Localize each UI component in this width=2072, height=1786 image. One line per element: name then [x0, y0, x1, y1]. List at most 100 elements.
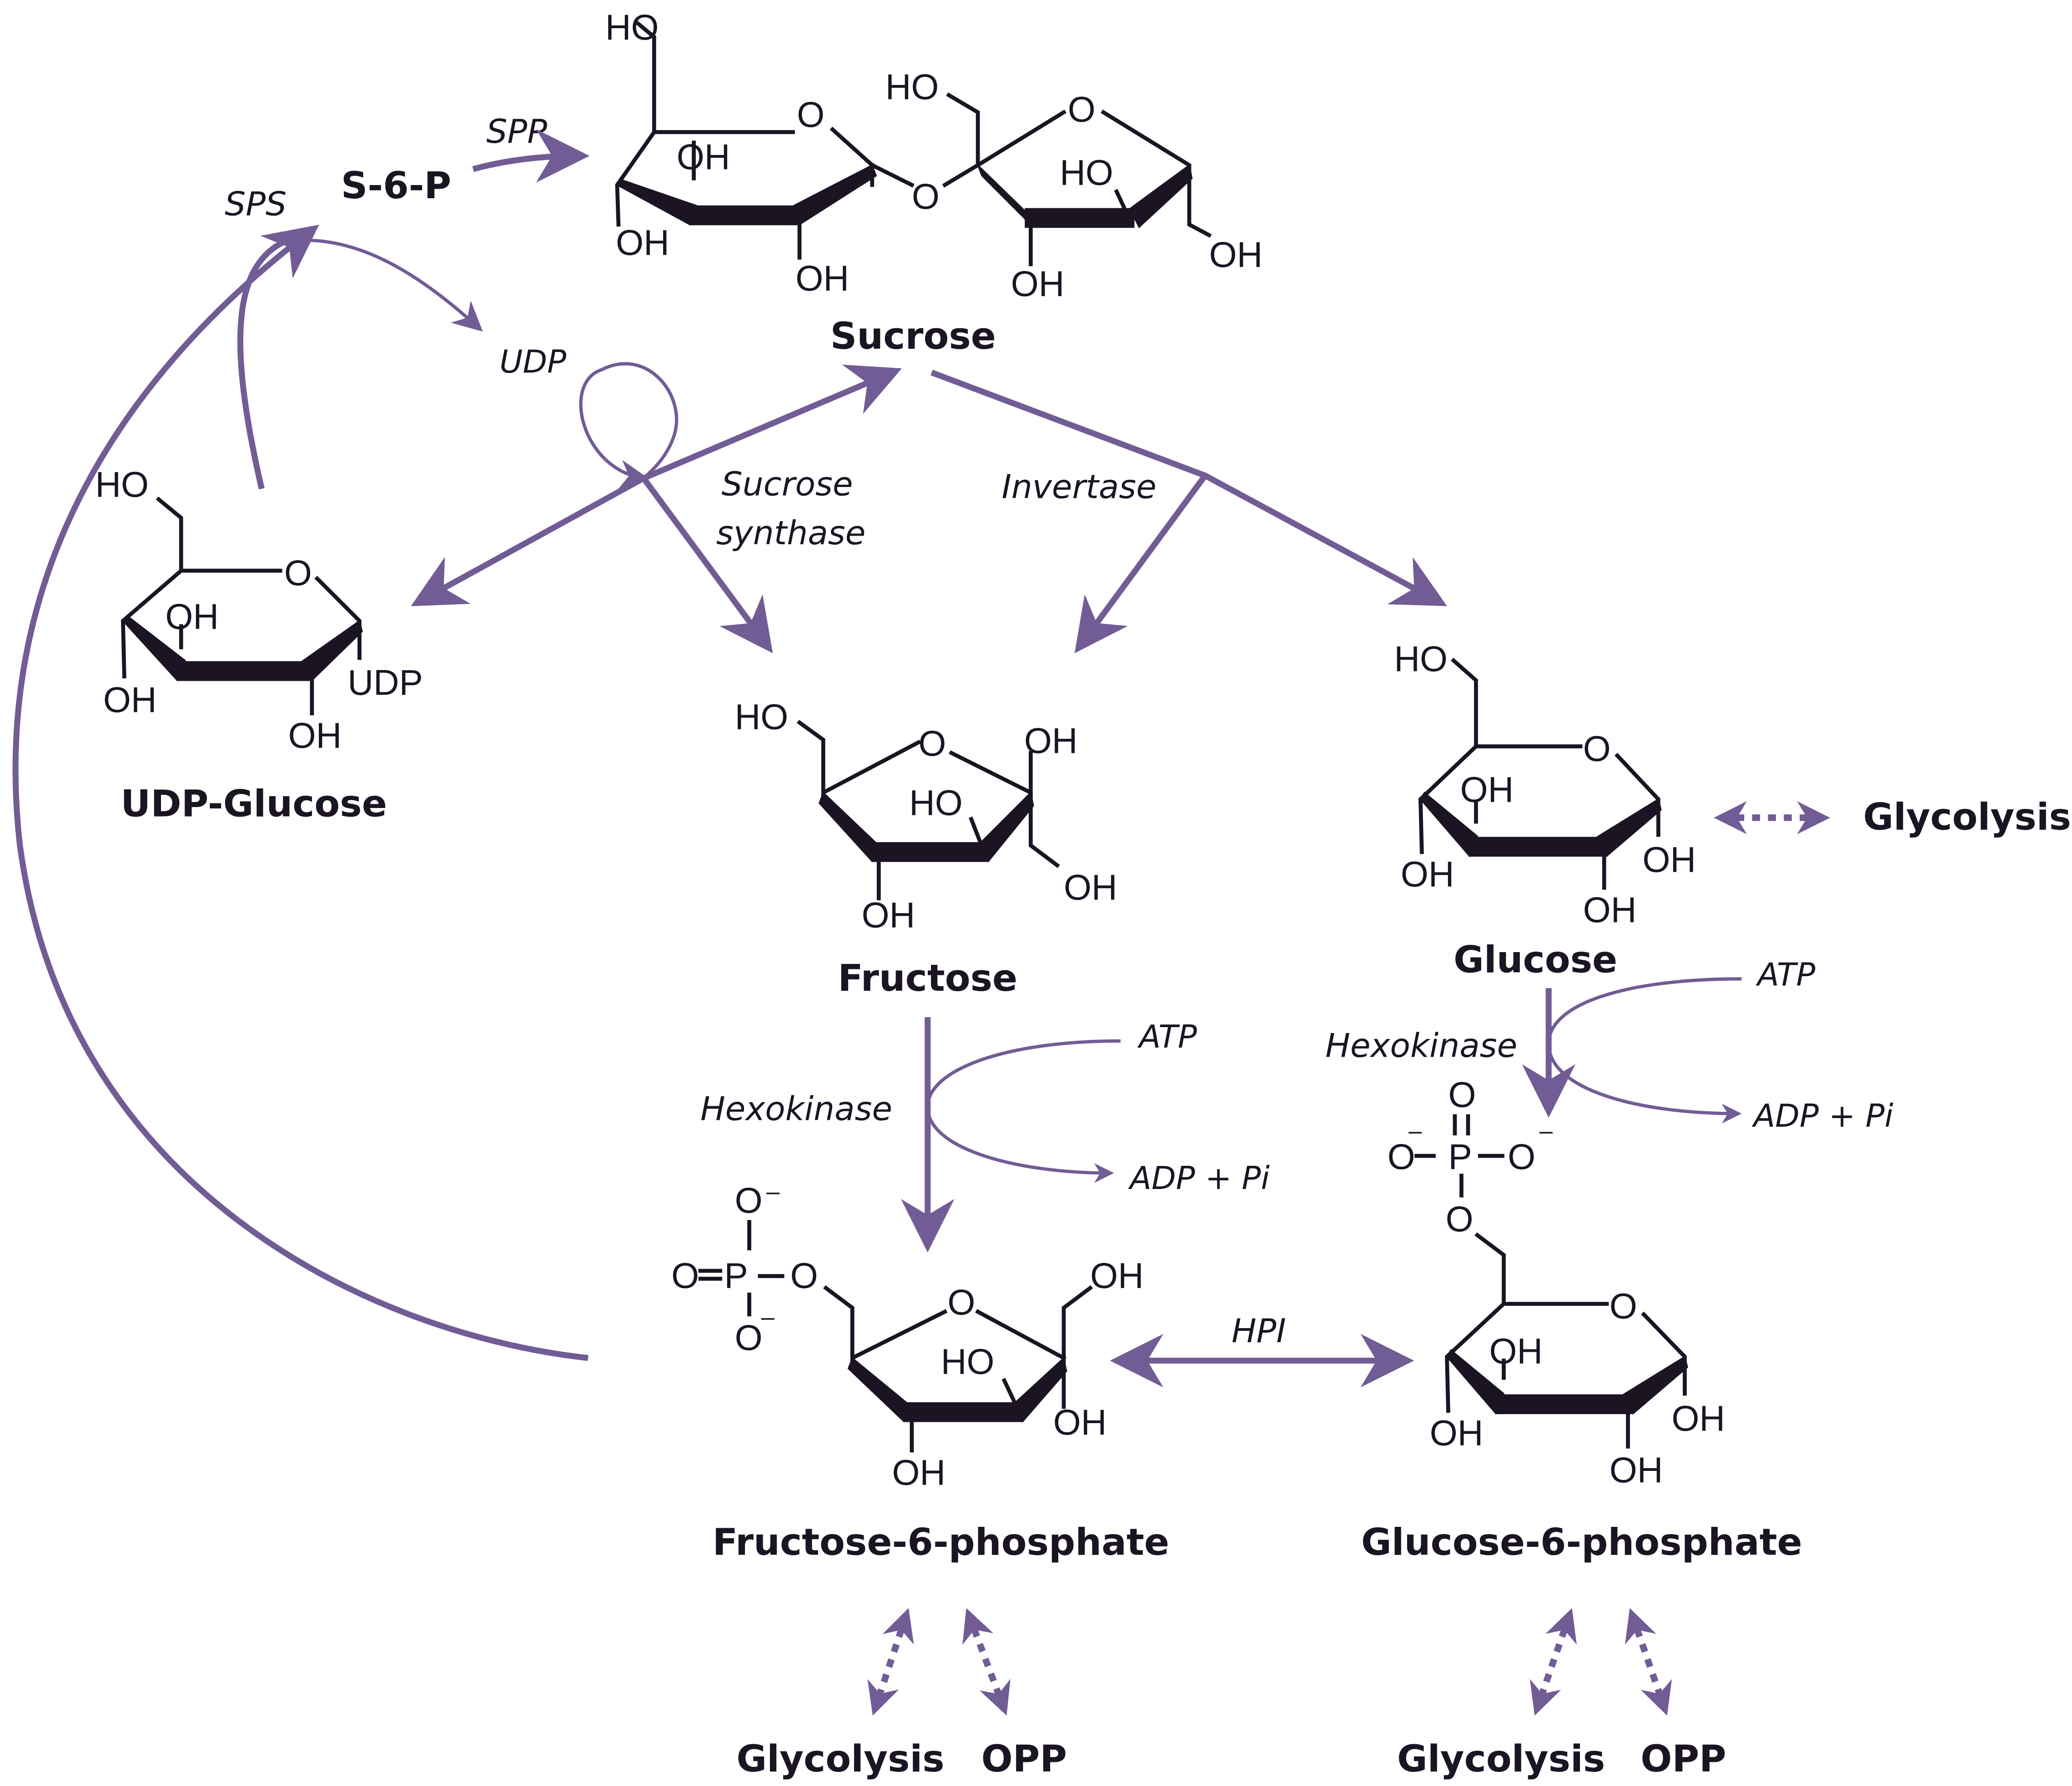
atom-label: OH — [103, 680, 157, 720]
atom-label: – — [766, 1179, 780, 1205]
atom-label: OH — [1209, 235, 1263, 275]
f6p-glycolysis-dotted-arrow — [867, 1608, 914, 1716]
atom-label: OH — [288, 715, 342, 755]
atom-label: O — [1388, 1137, 1415, 1177]
atom-label: HO — [1394, 639, 1448, 679]
atom-label: O — [1583, 728, 1611, 768]
atom-label: OH — [1583, 890, 1637, 930]
atom-label: OH — [1489, 1331, 1543, 1371]
atom-label: O — [671, 1256, 699, 1296]
atom-label: OH — [795, 258, 849, 298]
atom-label: P — [724, 1256, 748, 1296]
invertase-to-fructose-arrow — [1074, 474, 1208, 653]
atom-label: O — [1508, 1137, 1535, 1177]
fructose-atp-adp-arrow — [926, 1039, 1121, 1183]
sucrose-structure: HO O OH OH OH O HO O HO OH OH — [605, 7, 1262, 304]
invertase-to-glucose-arrow — [930, 370, 1447, 607]
glucose-6-phosphate-label: Glucose-6-phosphate — [1361, 1521, 1802, 1564]
atom-label: HO — [95, 464, 149, 504]
sucrose-synthase-label-line1: Sucrose — [722, 465, 853, 503]
s6p-label: S-6-P — [341, 164, 451, 207]
atom-label: O — [1446, 1199, 1474, 1239]
udp-glucose-label: UDP-Glucose — [121, 782, 387, 825]
hexokinase-glucose-label: Hexokinase — [1325, 1027, 1517, 1065]
atom-label: OH — [1064, 868, 1117, 908]
f6p-to-sps-arrow — [12, 225, 588, 1361]
glucose-atp-adp-arrow — [1547, 977, 1742, 1124]
atom-label: OH — [1401, 854, 1454, 894]
udp-glucose-to-sps-arrow — [237, 239, 286, 490]
atp-label-glucose: ATP — [1755, 956, 1815, 993]
atom-label: HO — [1060, 153, 1113, 193]
atom-label: P — [1448, 1137, 1472, 1177]
atom-label: O — [947, 1282, 975, 1322]
atom-label: OH — [616, 223, 669, 263]
atom-label: O — [1448, 1075, 1476, 1115]
spp-enzyme-label: SPP — [486, 113, 547, 151]
atom-label: – — [761, 1304, 775, 1330]
atom-label: O — [790, 1256, 818, 1296]
sucrose-synthase-to-fructose-arrow — [641, 476, 773, 653]
atom-label: HO — [909, 783, 963, 823]
atom-label: OH — [677, 137, 730, 177]
udp-recycle-loop — [579, 362, 679, 490]
sucrose-synthase-label-line2: synthase — [716, 514, 865, 552]
sucrose-synthase-to-udp-glucose-arrow — [411, 476, 645, 607]
atom-label: OH — [165, 597, 219, 637]
atom-label: – — [1408, 1118, 1422, 1144]
atom-label: UDP — [347, 662, 423, 702]
atom-label: HO — [885, 67, 939, 107]
atom-label: O — [1609, 1286, 1637, 1326]
atom-label: OH — [892, 1453, 945, 1493]
atom-label: OH — [1011, 264, 1065, 304]
hexokinase-fructose-label: Hexokinase — [700, 1090, 892, 1129]
atom-label: HO — [605, 7, 659, 47]
f6p-opp-dotted-arrow — [962, 1608, 1011, 1716]
glycolysis-label-glucose: Glycolysis — [1863, 796, 2071, 839]
fructose-6-phosphate-structure: O – O P O O – O OH HO OH OH — [671, 1179, 1144, 1493]
atom-label: – — [1539, 1118, 1553, 1144]
glucose-structure: HO O OH OH OH OH — [1394, 639, 1696, 930]
atom-label: OH — [1090, 1256, 1144, 1296]
atom-label: O — [1068, 89, 1096, 129]
spp-arrow — [472, 129, 590, 183]
g6p-opp-label: OPP — [1640, 1737, 1726, 1781]
udp-cofactor-label: UDP — [499, 343, 566, 380]
atom-label: OH — [1053, 1402, 1107, 1442]
adp-pi-label-fructose: ADP + Pi — [1128, 1160, 1270, 1197]
hpi-enzyme-label: HPI — [1232, 1312, 1286, 1350]
atom-label: O — [912, 176, 940, 216]
udp-glucose-structure: HO O OH OH OH UDP — [95, 464, 423, 755]
sucrose-label: Sucrose — [830, 315, 996, 358]
atom-label: O — [735, 1180, 763, 1220]
glucose-6-phosphate-structure: O O – P O – O O OH OH OH OH — [1388, 1075, 1725, 1490]
f6p-glycolysis-label: Glycolysis — [736, 1737, 944, 1781]
glucose-label: Glucose — [1453, 938, 1617, 981]
atom-label: HO — [735, 697, 789, 737]
atom-label: O — [735, 1318, 763, 1358]
g6p-glycolysis-dotted-arrow — [1529, 1608, 1577, 1716]
atom-label: HO — [941, 1342, 995, 1382]
atom-label: OH — [861, 895, 915, 935]
f6p-opp-label: OPP — [981, 1737, 1067, 1781]
atom-label: O — [797, 95, 825, 135]
atom-label: O — [284, 553, 312, 593]
sucrose-synthase-to-sucrose-arrow — [642, 365, 902, 481]
fructose-label: Fructose — [838, 957, 1017, 1000]
sps-enzyme-label: SPS — [225, 186, 287, 224]
atom-label: OH — [1643, 840, 1696, 880]
fructose-structure: HO O OH HO OH OH — [735, 697, 1117, 935]
atom-label: OH — [1460, 770, 1514, 810]
atp-label-fructose: ATP — [1137, 1018, 1197, 1055]
sps-to-udp-arrow — [284, 238, 483, 332]
adp-pi-label-glucose: ADP + Pi — [1752, 1098, 1894, 1134]
atom-label: OH — [1671, 1398, 1725, 1438]
atom-label: OH — [1609, 1450, 1663, 1490]
atom-label: OH — [1024, 721, 1078, 761]
g6p-opp-dotted-arrow — [1625, 1608, 1672, 1716]
fructose-6-phosphate-label: Fructose-6-phosphate — [713, 1521, 1169, 1564]
atom-label: O — [918, 723, 946, 763]
atom-label: OH — [1430, 1413, 1484, 1453]
g6p-glycolysis-label: Glycolysis — [1397, 1737, 1605, 1781]
